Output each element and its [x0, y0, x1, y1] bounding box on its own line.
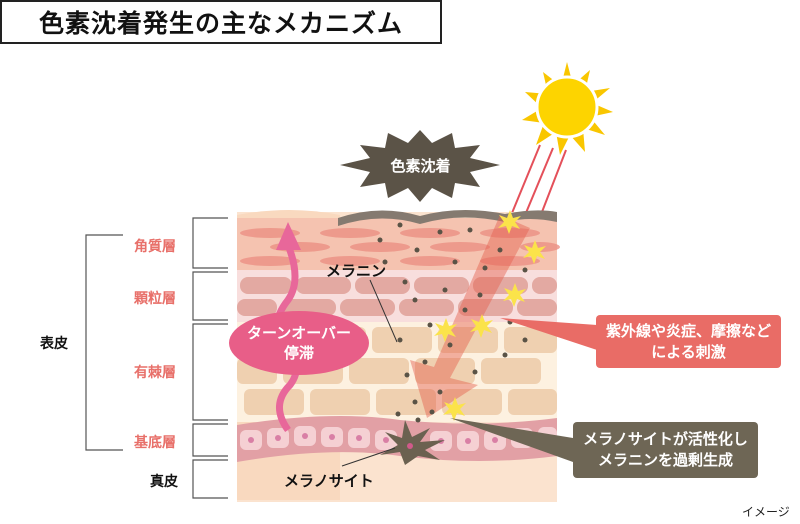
activation-callout: メラノサイトが活性化し メラニンを過剰生成: [573, 422, 758, 478]
stimulus-callout: 紫外線や炎症、摩擦など による刺激: [596, 315, 781, 368]
skin-cross-section: [229, 209, 560, 502]
turnover-stagnation-label: ターンオーバー 停滞: [229, 311, 369, 375]
stimulus-line1: 紫外線や炎症、摩擦など: [605, 321, 771, 340]
turnover-line1: ターンオーバー: [246, 324, 352, 342]
melanocyte-cell: [380, 420, 445, 465]
activation-line2: メラニンを過剰生成: [597, 451, 733, 469]
sparkle-icons: [434, 210, 546, 421]
pigmentation-burst: [340, 130, 500, 202]
melanin-dots: [377, 222, 528, 423]
stratum-basale-label: 基底層: [134, 435, 176, 451]
stratum-granulosum-label: 顆粒層: [134, 291, 176, 307]
layer-brackets: [85, 217, 228, 499]
melanocyte-label: メラノサイト: [284, 472, 374, 490]
dermis-label: 真皮: [150, 474, 178, 490]
image-note: イメージ: [742, 505, 790, 519]
turnover-line2: 停滞: [283, 344, 314, 362]
epidermis-label: 表皮: [40, 336, 68, 352]
activation-line1: メラノサイトが活性化し: [583, 430, 748, 448]
melanin-label: メラニン: [326, 262, 387, 280]
page-title: 色素沈着発生の主なメカニズム: [0, 0, 442, 44]
turnover-ellipse: [229, 311, 369, 375]
stratum-corneum-label: 角質層: [134, 239, 176, 255]
stimulus-arrow: [410, 215, 530, 418]
pigmentation-label: 色素沈着: [390, 157, 451, 175]
stratum-spinosum-label: 有棘層: [134, 365, 176, 381]
stimulus-line2: による刺激: [651, 342, 726, 361]
sun-icon: [522, 62, 613, 155]
